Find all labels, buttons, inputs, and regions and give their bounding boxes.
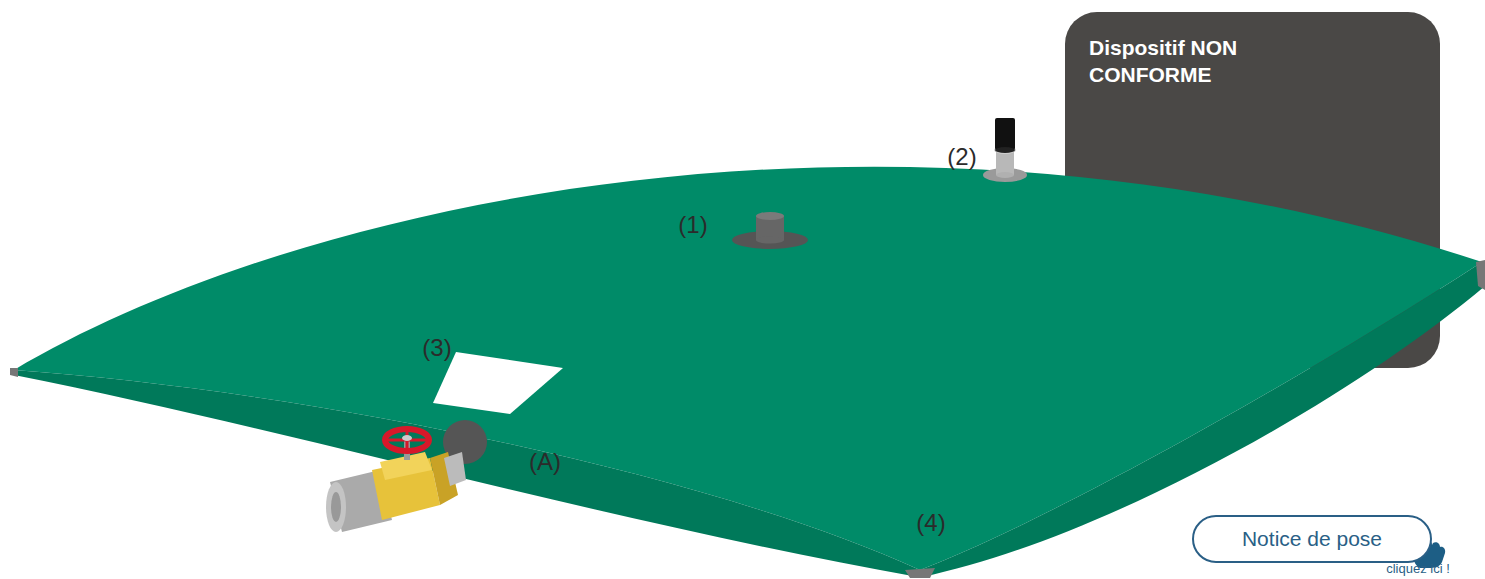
link-hint: cliquez ici ! bbox=[1386, 562, 1450, 577]
link-button: Notice de pose bbox=[1192, 515, 1432, 563]
callout-number: (4) bbox=[916, 509, 945, 537]
gate-valve bbox=[326, 429, 466, 532]
callout-number: (A) bbox=[529, 448, 561, 476]
corner-tab bbox=[905, 568, 935, 578]
bladder-right-side bbox=[920, 262, 1485, 577]
status-panel: Dispositif NON CONFORME bbox=[1065, 12, 1440, 368]
label-patch bbox=[433, 352, 563, 414]
button-text: Notice de pose bbox=[1242, 527, 1382, 551]
top-fitting bbox=[983, 118, 1027, 182]
status-text: Dispositif NON CONFORME bbox=[1089, 34, 1319, 88]
callout-number: (3) bbox=[422, 334, 451, 362]
corner-tab bbox=[10, 368, 18, 377]
corner-tab bbox=[1476, 260, 1485, 290]
callout-number: (1) bbox=[678, 211, 707, 239]
callout-number: (2) bbox=[947, 143, 976, 171]
vent-cap bbox=[732, 212, 808, 249]
